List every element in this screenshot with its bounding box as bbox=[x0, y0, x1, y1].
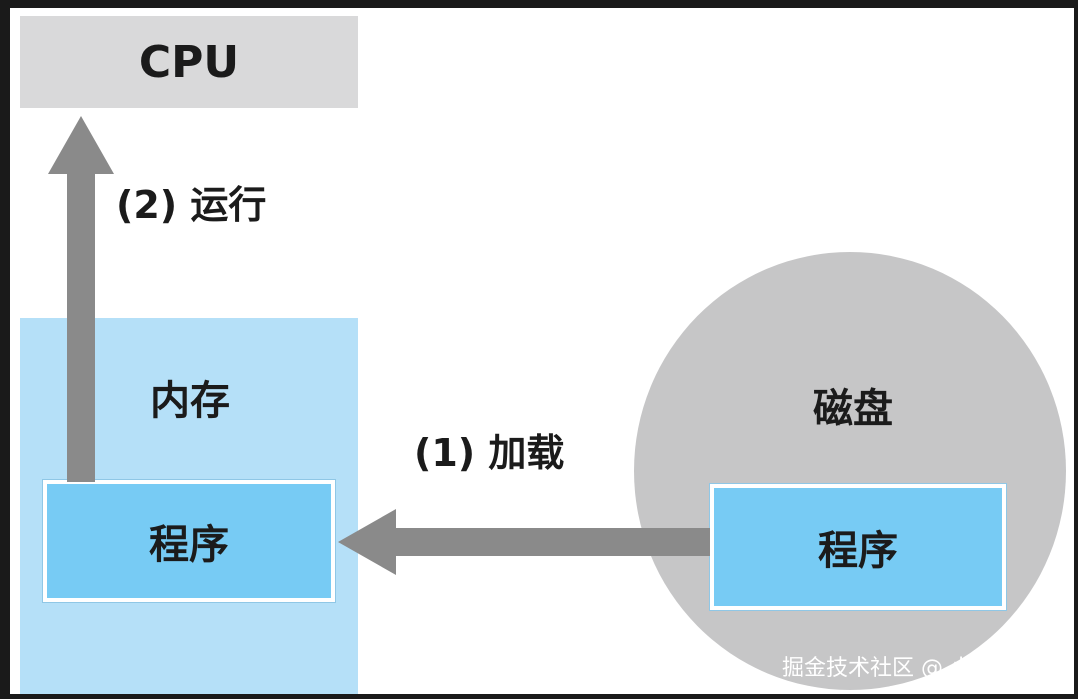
arrows-layer bbox=[48, 116, 710, 575]
load-label: (1) 加载 bbox=[414, 431, 565, 475]
run-arrow bbox=[48, 116, 114, 482]
disk-program-label: 程序 bbox=[818, 528, 898, 574]
memory-program-box: 程序 bbox=[43, 480, 335, 602]
memory-label: 内存 bbox=[150, 378, 230, 424]
memory-program-label: 程序 bbox=[149, 522, 229, 568]
disk-program-box: 程序 bbox=[710, 484, 1006, 610]
cpu-label: CPU bbox=[138, 36, 240, 88]
run-label: (2) 运行 bbox=[116, 183, 267, 227]
load-arrow bbox=[338, 509, 710, 575]
disk-label: 磁盘 bbox=[813, 386, 893, 432]
diagram-canvas: CPU 内存 程序 磁盘 程序 (2) 运行 (1) 加载 掘金技术社区 @ 小… bbox=[10, 8, 1074, 694]
cpu-box: CPU bbox=[20, 16, 358, 108]
disk-circle bbox=[634, 252, 1066, 690]
watermark-text: 掘金技术社区 @ 小墙程序员 bbox=[782, 656, 1060, 681]
